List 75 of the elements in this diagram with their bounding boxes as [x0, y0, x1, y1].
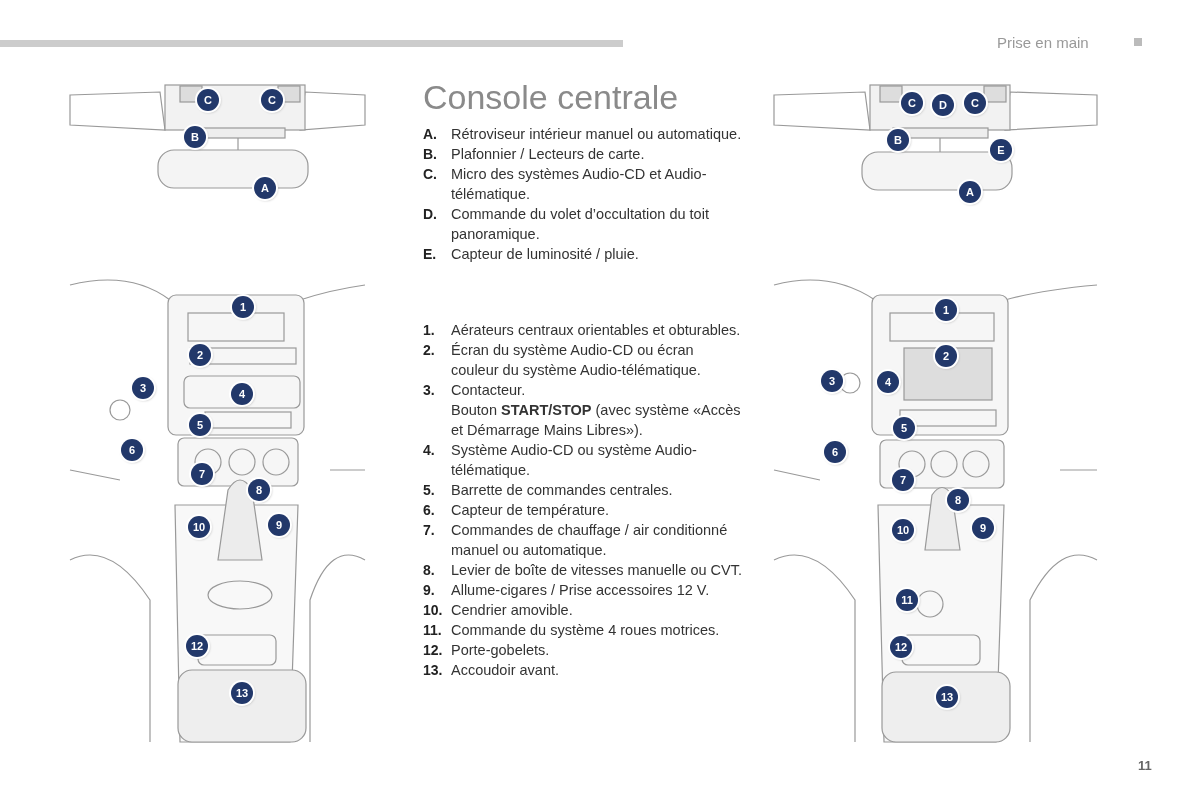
callout-label: 5 — [893, 417, 915, 439]
item-description: Rétroviseur intérieur manuel ou automatique. — [451, 125, 743, 144]
item-description: Levier de boîte de vitesses manuelle ou CVT. — [451, 561, 743, 580]
item-key: B. — [423, 144, 437, 164]
item-key: 8. — [423, 560, 435, 580]
callout-label: 8 — [248, 479, 270, 501]
page-title: Console centrale — [423, 78, 679, 117]
item-key: E. — [423, 244, 437, 264]
callout-label: 1 — [232, 296, 254, 318]
callout-label: 13 — [936, 686, 958, 708]
callout-label: E — [990, 139, 1012, 161]
callout-label: 9 — [972, 517, 994, 539]
item-key: 7. — [423, 520, 435, 540]
item-description: Capteur de luminosité / pluie. — [451, 245, 640, 264]
callout-label: D — [932, 94, 954, 116]
callout-label: 12 — [186, 635, 208, 657]
callout-label: 13 — [231, 682, 253, 704]
item-key: 1. — [423, 320, 435, 340]
item-key: 6. — [423, 500, 435, 520]
callout-label: B — [184, 126, 206, 148]
item-key: 3. — [423, 380, 435, 400]
callout-label: 1 — [935, 299, 957, 321]
item-description: Barrette de commandes centrales. — [451, 481, 674, 500]
item-key: 13. — [423, 660, 443, 680]
callout-label: 8 — [947, 489, 969, 511]
callout-label: C — [261, 89, 283, 111]
item-key: C. — [423, 164, 437, 184]
item-description: Commande du système 4 roues motrices. — [451, 621, 721, 640]
callout-label: A — [254, 177, 276, 199]
callout-label: C — [197, 89, 219, 111]
callout-label: 4 — [231, 383, 253, 405]
item-description: Bouton START/STOP (avec système «Accès et Démarrage Mains Libres»). — [451, 401, 742, 440]
callout-label: 4 — [877, 371, 899, 393]
item-description: Commande du volet d’occultation du toit panoramique. — [451, 205, 710, 244]
callout-label: 6 — [121, 439, 143, 461]
item-key: 12. — [423, 640, 443, 660]
callout-label: 3 — [821, 370, 843, 392]
callout-label: A — [959, 181, 981, 203]
callout-label: C — [901, 92, 923, 114]
callout-label: B — [887, 129, 909, 151]
item-description: Plafonnier / Lecteurs de carte. — [451, 145, 646, 164]
item-description: Porte-gobelets. — [451, 641, 551, 660]
item-description: Capteur de température. — [451, 501, 610, 520]
item-description: Accoudoir avant. — [451, 661, 560, 680]
item-key: 5. — [423, 480, 435, 500]
item-description: Système Audio-CD ou système Audio-télématique. — [451, 441, 698, 480]
item-key: 4. — [423, 440, 435, 460]
item-key: 11. — [423, 620, 442, 640]
item-key: 9. — [423, 580, 435, 600]
callout-label: 7 — [191, 463, 213, 485]
item-description: Aérateurs centraux orientables et obturables. — [451, 321, 742, 340]
callout-label: 7 — [892, 469, 914, 491]
callout-label: 6 — [824, 441, 846, 463]
callout-label: 9 — [268, 514, 290, 536]
callout-label: 2 — [189, 344, 211, 366]
callout-label: 3 — [132, 377, 154, 399]
item-description: Micro des systèmes Audio-CD et Audio-télématique. — [451, 165, 708, 204]
item-key: 2. — [423, 340, 435, 360]
section-header: Prise en main — [997, 34, 1089, 51]
callout-label: C — [964, 92, 986, 114]
callout-label: 12 — [890, 636, 912, 658]
item-description: Cendrier amovible. — [451, 601, 574, 620]
callout-label: 10 — [892, 519, 914, 541]
item-description: Contacteur. — [451, 381, 527, 400]
item-description: Allume-cigares / Prise accessoires 12 V. — [451, 581, 711, 600]
callout-label: 2 — [935, 345, 957, 367]
callout-label: 5 — [189, 414, 211, 436]
item-description: Écran du système Audio-CD ou écran couleur du système Audio-télématique. — [451, 341, 702, 380]
item-key: A. — [423, 124, 437, 144]
item-key: 10. — [423, 600, 443, 620]
item-description: Commandes de chauffage / air conditionné manuel ou automatique. — [451, 521, 729, 560]
item-key: D. — [423, 204, 437, 224]
page-number: 11 — [1138, 758, 1152, 773]
callout-label: 11 — [896, 589, 918, 611]
callout-label: 10 — [188, 516, 210, 538]
